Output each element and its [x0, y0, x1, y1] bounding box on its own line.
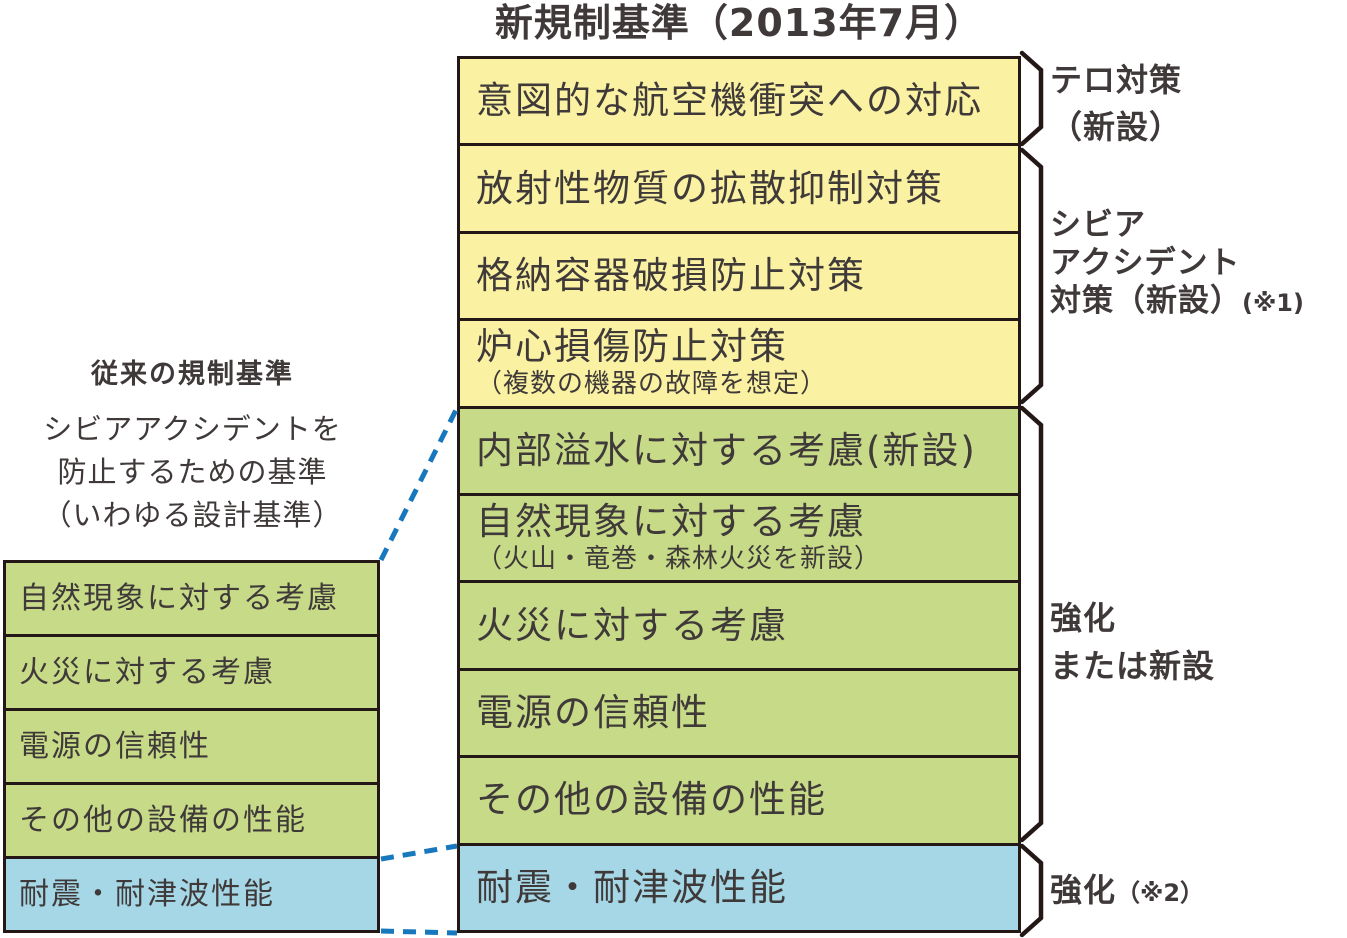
regulation-box-core-damage: 炉心損傷防止対策 （複数の機器の故障を想定） — [460, 321, 1018, 409]
box-label: 火災に対する考慮 — [476, 603, 788, 647]
box-label: 自然現象に対する考慮 — [19, 580, 339, 616]
regulation-box-other-equipment: その他の設備の性能 — [6, 785, 377, 859]
footnote-ref-2: （※2） — [1116, 879, 1205, 907]
box-label: 格納容器破損防止対策 — [476, 254, 866, 298]
annotation-line: 強化 — [1050, 599, 1117, 637]
regulation-box-radioactive-dispersal: 放射性物質の拡散抑制対策 — [460, 146, 1018, 234]
regulation-box-aircraft-impact: 意図的な航空機衝突への対応 — [460, 59, 1018, 147]
box-label: その他の設備の性能 — [476, 778, 827, 822]
old-standards-description-line: （いわゆる設計基準） — [42, 498, 343, 532]
regulation-box-seismic-tsunami: 耐震・耐津波性能 — [460, 845, 1018, 931]
annotation-line: 強化 — [1050, 871, 1117, 909]
box-sublabel: （複数の機器の故障を想定） — [476, 369, 828, 400]
annotation-line: 対策（新設）(※1) — [1050, 283, 1304, 319]
regulation-box-seismic-tsunami: 耐震・耐津波性能 — [6, 859, 377, 930]
regulation-box-fire: 火災に対する考慮 — [6, 637, 377, 711]
box-label: その他の設備の性能 — [19, 802, 307, 838]
old-standards-column: 自然現象に対する考慮 火災に対する考慮 電源の信頼性 その他の設備の性能 耐震・… — [3, 560, 380, 933]
annotation-terror-measures: テロ対策 （新設） — [1050, 57, 1182, 151]
annotation-reinforced: 強化（※2） — [1050, 870, 1204, 913]
old-standards-heading: 従来の規制基準 — [91, 359, 294, 390]
old-standards-description-line: シビアアクシデントを — [43, 412, 342, 446]
footnote-ref-1: (※1) — [1242, 289, 1304, 317]
box-label: 放射性物質の拡散抑制対策 — [476, 166, 944, 210]
regulation-box-internal-flooding: 内部溢水に対する考慮(新設) — [460, 408, 1018, 497]
box-label: 火災に対する考慮 — [19, 654, 275, 690]
bracket-reinforced-or-new — [1019, 405, 1044, 843]
box-label: 電源の信頼性 — [476, 691, 710, 735]
box-label: 電源の信頼性 — [19, 728, 211, 764]
regulation-box-fire: 火災に対する考慮 — [460, 583, 1018, 671]
connector-line-top — [378, 406, 460, 562]
new-standards-title: 新規制基準（2013年7月） — [494, 1, 984, 45]
bracket-severe-accident — [1019, 147, 1044, 405]
regulation-box-power-reliability: 電源の信頼性 — [6, 711, 377, 785]
connector-line-bottom — [380, 928, 458, 936]
regulation-box-containment-damage: 格納容器破損防止対策 — [460, 233, 1018, 322]
box-label: 炉心損傷防止対策 — [476, 325, 788, 369]
box-label: 耐震・耐津波性能 — [476, 865, 788, 909]
new-standards-column: 意図的な航空機衝突への対応 放射性物質の拡散抑制対策 格納容器破損防止対策 炉心… — [457, 56, 1021, 933]
old-standards-description: シビアアクシデントを 防止するための基準 （いわゆる設計基準） — [0, 408, 385, 537]
regulation-box-natural-phenomena: 自然現象に対する考慮 — [6, 563, 377, 637]
connector-line-middle — [380, 843, 458, 862]
regulation-box-natural-phenomena: 自然現象に対する考慮 （火山・竜巻・森林火災を新設） — [460, 496, 1018, 584]
annotation-line: テロ対策 — [1050, 61, 1183, 99]
annotation-line: アクシデント — [1050, 245, 1241, 281]
bracket-terror-measures — [1019, 50, 1044, 147]
box-sublabel: （火山・竜巻・森林火災を新設） — [476, 544, 882, 575]
annotation-line: または新設 — [1050, 647, 1216, 685]
annotation-line: シビア — [1050, 207, 1146, 243]
bracket-reinforced — [1019, 843, 1044, 938]
annotation-line: （新設） — [1050, 108, 1183, 146]
old-standards-description-line: 防止するための基準 — [57, 455, 328, 489]
annotation-reinforced-or-new: 強化 または新設 — [1050, 594, 1215, 690]
regulation-box-other-equipment: その他の設備の性能 — [460, 758, 1018, 846]
regulation-box-power-reliability: 電源の信頼性 — [460, 670, 1018, 759]
box-label: 耐震・耐津波性能 — [19, 876, 275, 912]
box-label: 意図的な航空機衝突への対応 — [476, 79, 983, 123]
box-label: 内部溢水に対する考慮(新設) — [476, 428, 977, 472]
annotation-severe-accident: シビア アクシデント 対策（新設）(※1) — [1050, 206, 1304, 322]
box-label: 自然現象に対する考慮 — [476, 500, 866, 544]
